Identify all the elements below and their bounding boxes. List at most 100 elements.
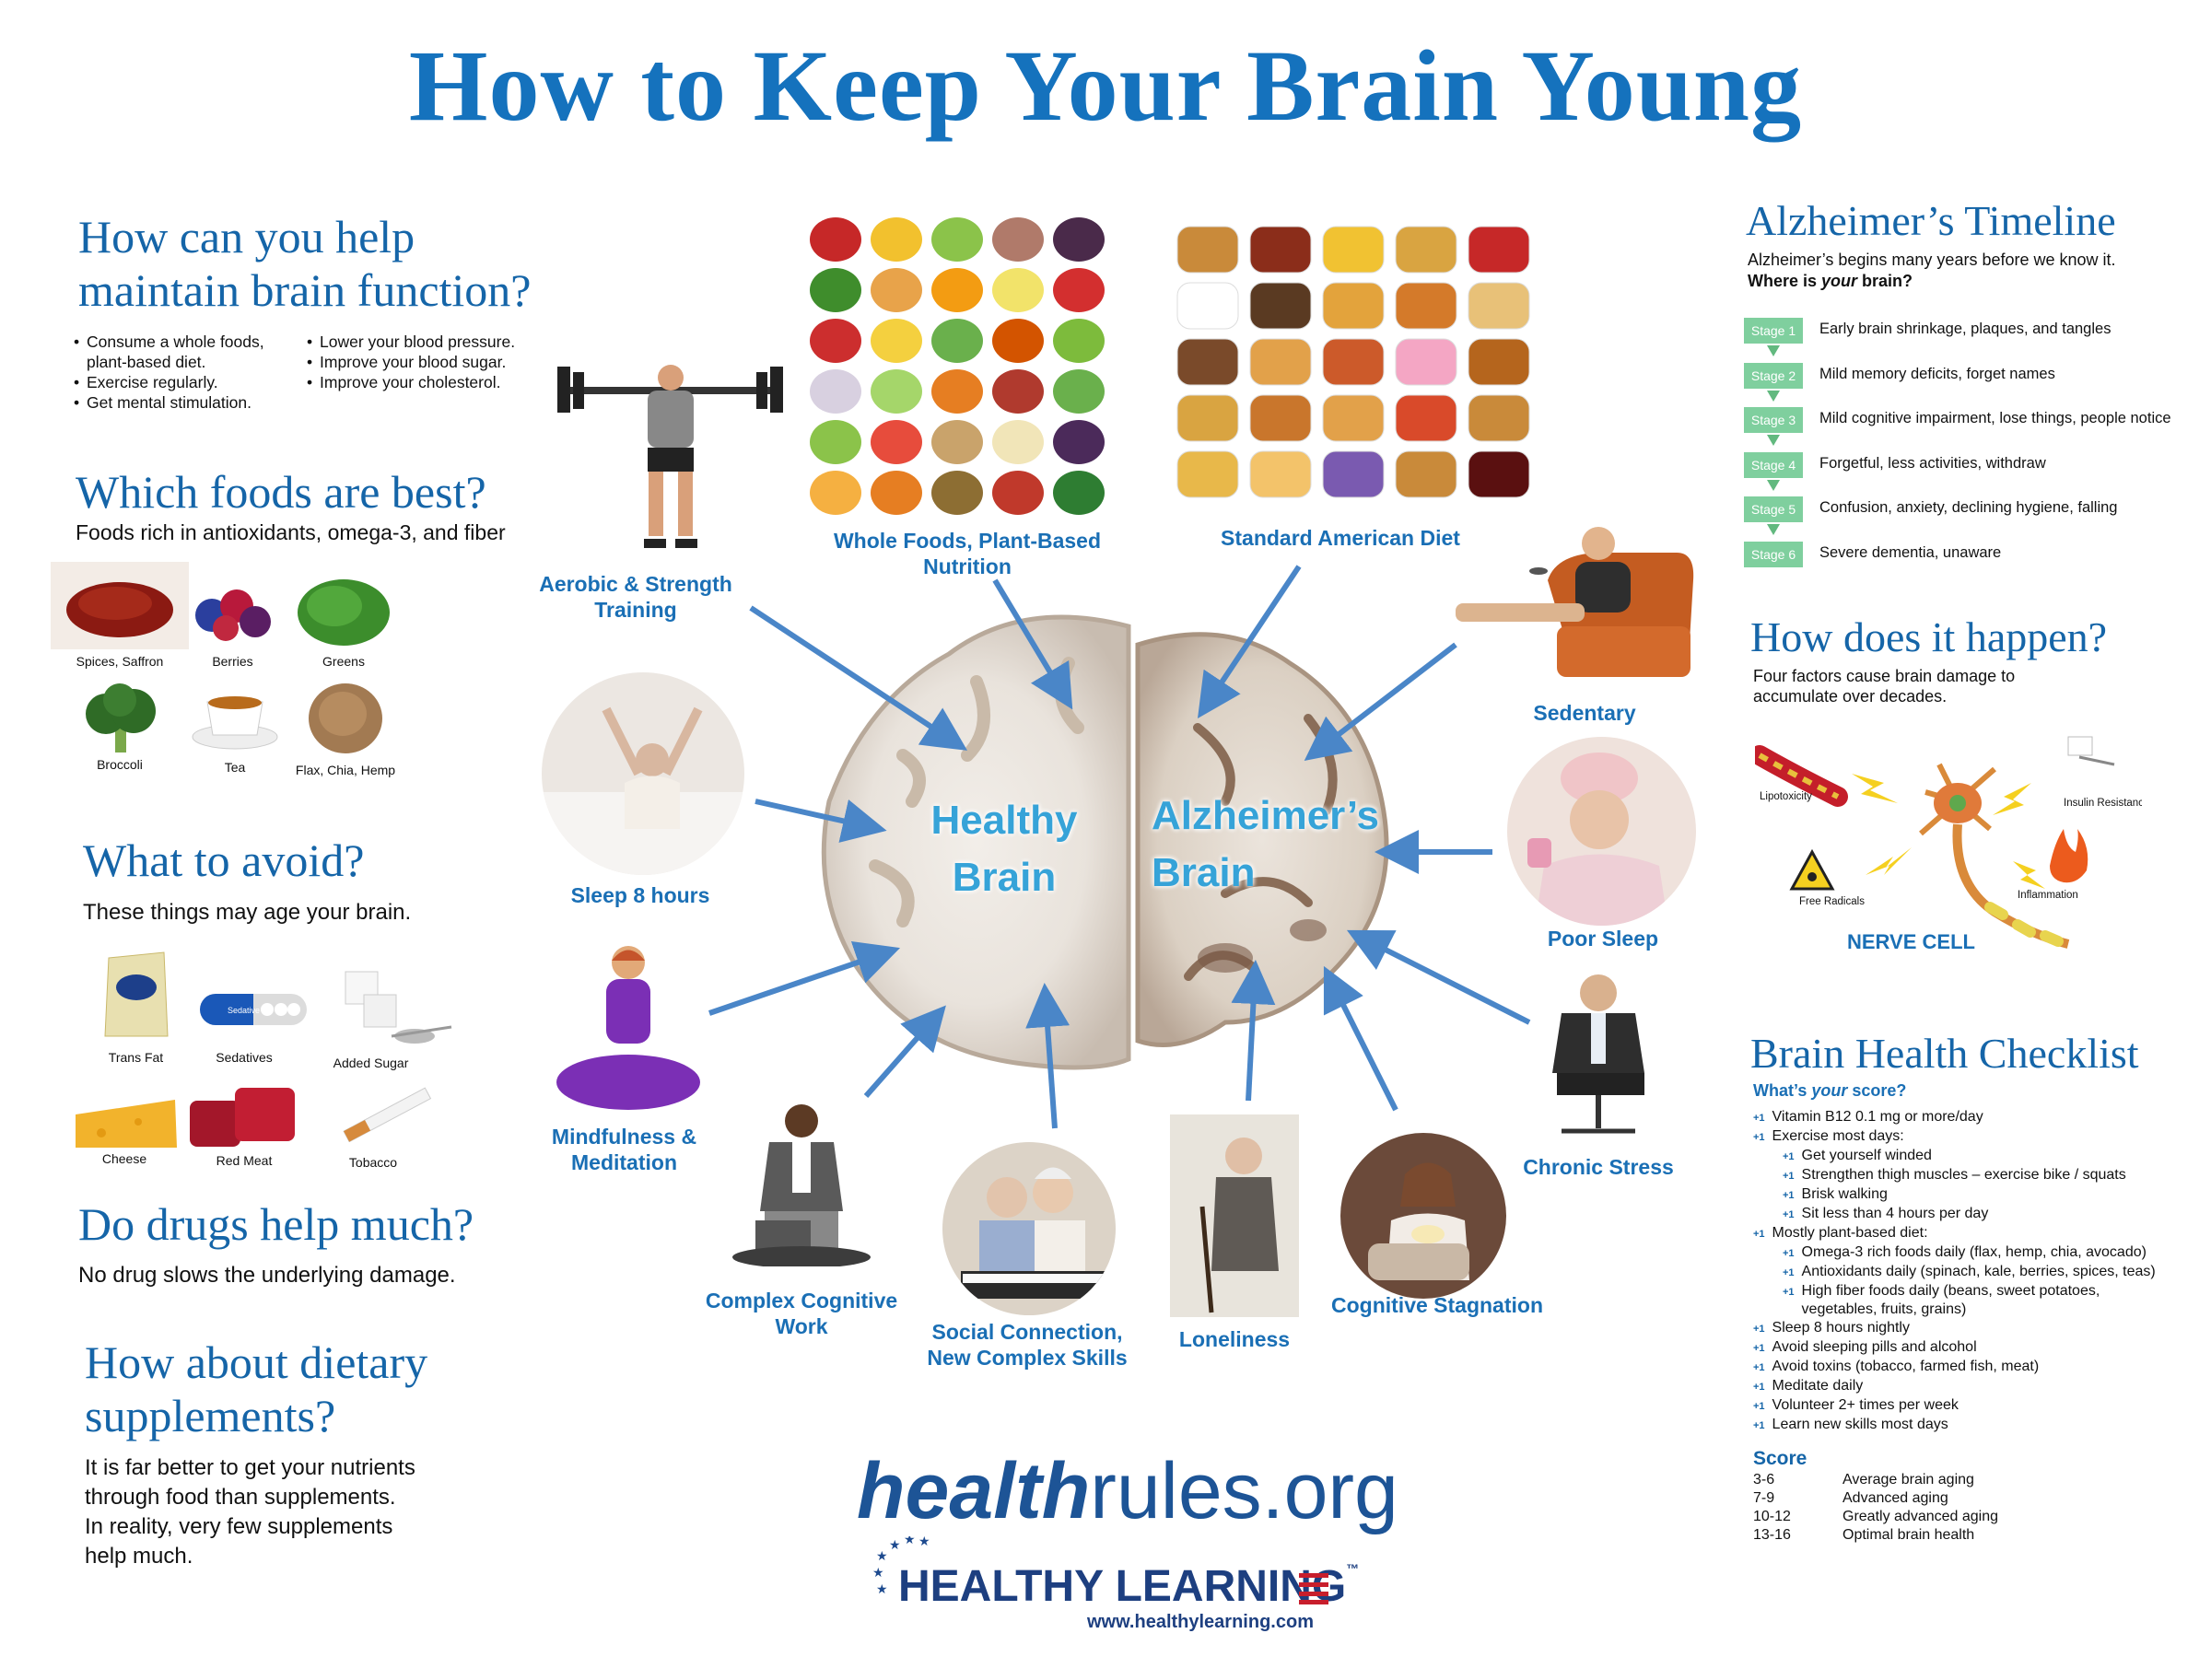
trans-fat-image (104, 951, 169, 1037)
food-caption: Broccoli (97, 757, 143, 772)
produce-item (931, 319, 983, 363)
arrow-stagnation (1323, 965, 1398, 1112)
help-list-col2: Lower your blood pressure. Improve your … (307, 332, 546, 392)
plus-one-icon: +1 (1753, 1343, 1765, 1354)
svg-text:★: ★ (876, 1549, 888, 1564)
produce-item (871, 217, 922, 262)
supplements-text: It is far better to get your nutrients t… (85, 1455, 415, 1569)
junk-food-item (1468, 394, 1530, 442)
produce-item (992, 217, 1044, 262)
junk-food-item (1395, 450, 1457, 498)
avoid-heading: What to avoid? (83, 834, 365, 886)
healthy-brain-label: Healthy Brain (930, 798, 1078, 900)
checklist-q-pre: What’s (1753, 1081, 1812, 1100)
supplements-heading-line1: How about dietary (85, 1336, 428, 1388)
junk-food-item (1468, 338, 1530, 386)
junk-food-item (1176, 338, 1239, 386)
food-caption: Tea (224, 760, 246, 775)
plus-one-icon: +1 (1783, 1190, 1795, 1201)
stage-badge: Stage 1 (1744, 318, 1803, 344)
poor-sleep-photo (1507, 737, 1696, 926)
checklist-heading: Brain Health Checklist (1750, 1030, 2139, 1077)
sedatives-image: Sedative (200, 994, 307, 1025)
arrow-loneliness (1231, 960, 1276, 1102)
list-item: Lower your blood pressure. (307, 332, 546, 352)
junk-food-item (1322, 282, 1385, 330)
produce-item (871, 319, 922, 363)
logo-health: health (857, 1447, 1091, 1535)
poor-sleep-label: Poor Sleep (1547, 927, 1659, 951)
checklist-question: What’s your score? (1753, 1081, 1906, 1101)
produce-item (1053, 268, 1105, 312)
saffron-image (51, 562, 189, 649)
sedentary-image (1456, 527, 1694, 677)
timeline-q-em: your (1821, 272, 1858, 290)
junk-food-item (1322, 226, 1385, 274)
drugs-heading: Do drugs help much? (78, 1198, 474, 1250)
social-image (961, 1167, 1108, 1299)
timeline-heading: Alzheimer’s Timeline (1746, 197, 2116, 244)
checklist-text: Omega-3 rich foods daily (flax, hemp, ch… (1801, 1244, 2147, 1260)
checklist-row: +1 Avoid sleeping pills and alcohol (1753, 1338, 2186, 1358)
aerobic-label: Aerobic & Strength Training (539, 572, 732, 622)
score-range: 7-9 (1753, 1490, 1775, 1506)
junk-food-item (1176, 282, 1239, 330)
greens-image (298, 579, 390, 646)
svg-text:★: ★ (918, 1536, 930, 1549)
checklist-text: Avoid toxins (tobacco, farmed fish, meat… (1772, 1359, 2040, 1374)
junk-food-item (1249, 394, 1312, 442)
social-photo (942, 1142, 1116, 1315)
score-range: 10-12 (1753, 1509, 1791, 1524)
checklist-text: Vitamin B12 0.1 mg or more/day (1772, 1109, 1983, 1125)
checklist-text: Strengthen thigh muscles – exercise bike… (1801, 1167, 2126, 1183)
drugs-text: No drug slows the underlying damage. (78, 1263, 456, 1288)
score-description: Average brain aging (1842, 1472, 1974, 1488)
social-label: Social Connection, New Complex Skills (927, 1320, 1128, 1370)
supplements-heading-line2: supplements? (85, 1390, 336, 1441)
checklist-q-post: score? (1847, 1081, 1907, 1100)
factor-label: Insulin Resistance (2064, 798, 2142, 809)
food-caption: Spices, Saffron (76, 654, 164, 669)
list-item: Improve your cholesterol. (307, 372, 546, 392)
junk-food-item (1468, 282, 1530, 330)
trademark: ™ (1346, 1561, 1360, 1576)
stage-badge: Stage 3 (1744, 407, 1803, 433)
arrow-american-diet (1198, 565, 1302, 718)
stage-description: Early brain shrinkage, plaques, and tang… (1819, 321, 2112, 337)
food-caption: Flax, Chia, Hemp (295, 763, 396, 777)
list-item: Get mental stimulation. (74, 392, 309, 413)
score-description: Greatly advanced aging (1842, 1509, 1998, 1524)
checklist-text: Avoid sleeping pills and alcohol (1772, 1339, 1977, 1355)
nerve-cell-diagram: Lipotoxicity Insulin Resistance Free Rad… (1755, 736, 2142, 953)
happen-heading: How does it happen? (1750, 613, 2108, 660)
american-diet-image (1176, 226, 1530, 498)
produce-item (810, 420, 861, 464)
score-range: 13-16 (1753, 1527, 1791, 1543)
arrow-social (1025, 983, 1070, 1129)
stage-description: Forgetful, less activities, withdraw (1819, 454, 2046, 472)
produce-item (1053, 217, 1105, 262)
stage-description: Mild cognitive impairment, lose things, … (1819, 410, 2171, 426)
tobacco-image (343, 1087, 432, 1142)
stagnation-image (1368, 1162, 1469, 1280)
list-item: Improve your blood sugar. (307, 352, 546, 372)
produce-item (931, 268, 983, 312)
plus-one-icon: +1 (1753, 1382, 1765, 1393)
stage-description: Mild memory deficits, forget names (1819, 365, 2055, 382)
produce-item (1053, 471, 1105, 515)
supplements-heading: How about dietary supplements? (85, 1336, 427, 1442)
produce-item (1053, 319, 1105, 363)
svg-text:★: ★ (889, 1538, 901, 1553)
produce-item (1053, 420, 1105, 464)
foods-heading: Which foods are best? (76, 466, 486, 518)
